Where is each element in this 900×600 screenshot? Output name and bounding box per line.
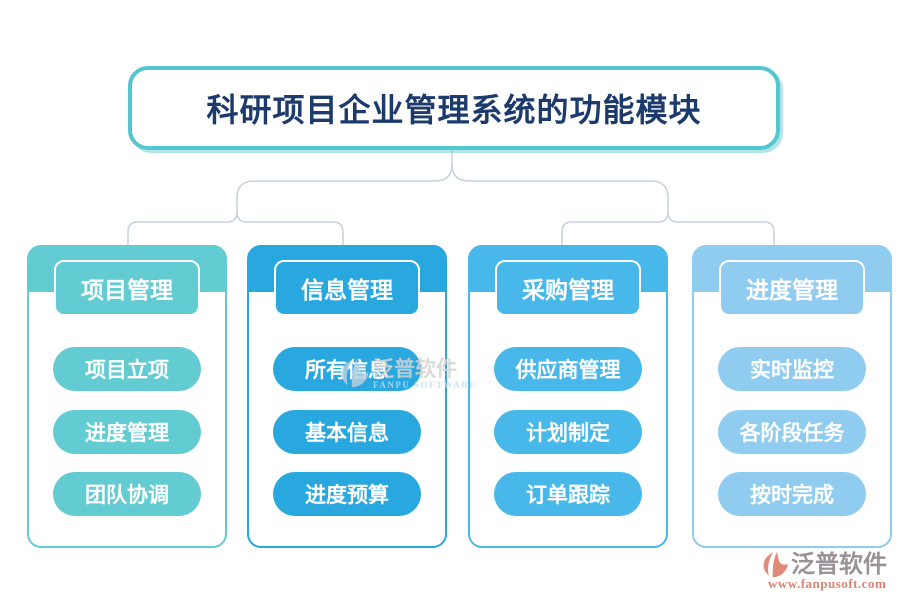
feature-label: 项目立项 xyxy=(85,358,169,382)
feature-label: 供应商管理 xyxy=(515,358,621,382)
feature-pill: 项目立项 xyxy=(53,347,201,391)
feature-pill: 进度预算 xyxy=(273,472,421,516)
feature-pill: 供应商管理 xyxy=(494,347,642,391)
column-header-label: 采购管理 xyxy=(522,278,614,303)
feature-pill: 按时完成 xyxy=(718,472,866,516)
footer-brand-text: 泛普软件 xyxy=(791,551,887,578)
feature-label: 基本信息 xyxy=(305,421,389,445)
column-information-management: 信息管理 所有信息 基本信息 进度预算 xyxy=(247,245,447,548)
feature-label: 进度预算 xyxy=(305,483,389,507)
column-procurement-management: 采购管理 供应商管理 计划制定 订单跟踪 xyxy=(468,245,668,548)
column-header-label: 信息管理 xyxy=(301,278,393,303)
feature-pill: 订单跟踪 xyxy=(494,472,642,516)
column-header: 采购管理 xyxy=(495,260,641,316)
column-header: 项目管理 xyxy=(54,260,200,316)
fanpu-logo-icon xyxy=(763,551,788,578)
footer-url: www.fanpusoft.com xyxy=(768,576,887,591)
column-header: 进度管理 xyxy=(719,260,865,316)
column-header-label: 进度管理 xyxy=(746,278,838,303)
diagram-title-box: 科研项目企业管理系统的功能模块 xyxy=(128,66,780,150)
column-header-label: 项目管理 xyxy=(81,278,173,303)
feature-label: 计划制定 xyxy=(526,421,610,445)
feature-label: 进度管理 xyxy=(85,421,169,445)
feature-pill: 计划制定 xyxy=(494,410,642,454)
feature-pill: 实时监控 xyxy=(718,347,866,391)
feature-pill: 进度管理 xyxy=(53,410,201,454)
diagram-title: 科研项目企业管理系统的功能模块 xyxy=(206,92,702,128)
feature-label: 所有信息 xyxy=(305,358,389,382)
feature-pill: 基本信息 xyxy=(273,410,421,454)
feature-label: 订单跟踪 xyxy=(526,483,610,507)
feature-label: 各阶段任务 xyxy=(739,421,845,445)
column-header: 信息管理 xyxy=(274,260,420,316)
feature-pill: 所有信息 xyxy=(273,347,421,391)
feature-label: 实时监控 xyxy=(750,358,834,382)
feature-label: 按时完成 xyxy=(750,483,834,507)
feature-pill: 团队协调 xyxy=(53,472,201,516)
feature-label: 团队协调 xyxy=(85,483,169,507)
feature-pill: 各阶段任务 xyxy=(718,410,866,454)
column-project-management: 项目管理 项目立项 进度管理 团队协调 xyxy=(27,245,227,548)
column-progress-management: 进度管理 实时监控 各阶段任务 按时完成 xyxy=(692,245,892,548)
footer-logo: 泛普软件 www.fanpusoft.com xyxy=(762,551,887,590)
